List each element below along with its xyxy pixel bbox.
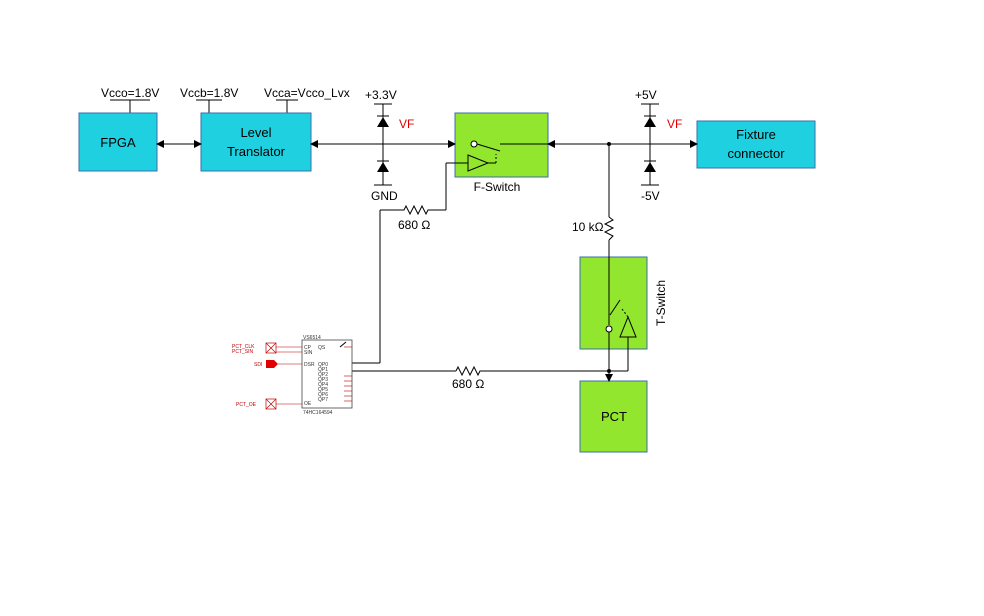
ic-net-pct-sin: PCT_SIN [232, 349, 302, 355]
ic-part-bottom: 74HC164594 [303, 410, 333, 416]
ic-pin-qp0: QP0 [318, 362, 328, 368]
diode-upper-right [644, 117, 656, 127]
gnd-label: GND [371, 189, 398, 203]
t-switch-label: T-Switch [654, 280, 668, 326]
ic-pin-qp5: QP5 [318, 387, 328, 393]
resistor-pct-label: 680 Ω [452, 377, 484, 391]
resistor-pullup-label: 10 kΩ [572, 220, 604, 234]
tswitch-control [621, 308, 629, 318]
fswitch-contact [470, 140, 478, 148]
level-translator-label-1: Level [240, 125, 271, 140]
resistor-fswitch [380, 204, 446, 216]
svg-text:SDI: SDI [254, 362, 262, 368]
resistor-fswitch-label: 680 Ω [398, 218, 430, 232]
tswitch-contact [605, 325, 613, 333]
ic-pin-qp7: QP7 [318, 397, 328, 403]
ic-pin-dsr: DSR [304, 362, 315, 368]
diode-lower-left [377, 162, 389, 172]
t-switch-block [579, 256, 648, 350]
ic-part: VS6514 [303, 335, 321, 341]
fixture-label-1: Fixture [736, 127, 776, 142]
ic-pin-qp3: QP3 [318, 377, 328, 383]
resistor-pct [455, 365, 628, 377]
pct-label: PCT [601, 409, 627, 424]
ic-pin-qp2: QP2 [318, 372, 328, 378]
p33-label: +3.3V [365, 88, 397, 102]
shift-register-ic [301, 339, 353, 409]
level-translator-label-2: Translator [227, 144, 286, 159]
p5-label: +5V [635, 88, 657, 102]
level-translator-block [200, 112, 312, 172]
ic-pin-cp: CP [304, 345, 312, 351]
ic-net-sdi: SDI [254, 360, 302, 368]
resistor-pullup [603, 216, 615, 241]
diode-upper-left [377, 117, 389, 127]
ic-pin-sin: SIN [304, 350, 313, 356]
pct-block [579, 380, 648, 453]
ic-qs-nc [339, 341, 347, 348]
fswitch-blade [476, 143, 501, 152]
vcca-label: Vcca=Vcco_Lvx [264, 86, 350, 100]
svg-text:PCT_SIN: PCT_SIN [232, 349, 254, 355]
ic-net-pct-oe: PCT_OE [236, 398, 302, 410]
f-switch-block [454, 112, 549, 178]
ic-pin-qp1: QP1 [318, 367, 328, 373]
junction-dot [607, 142, 611, 146]
fixture-label-2: connector [727, 146, 785, 161]
vcco-fpga-label: Vcco=1.8V [101, 86, 159, 100]
fpga-label: FPGA [100, 135, 136, 150]
ic-pin-oe: OE [304, 401, 312, 407]
m5-label: -5V [641, 189, 660, 203]
svg-text:PCT_OE: PCT_OE [236, 402, 257, 408]
ic-pin-qp4: QP4 [318, 382, 328, 388]
vf-label-right: VF [667, 117, 682, 131]
ic-right-stubs [344, 346, 352, 402]
fpga-block [78, 112, 158, 172]
ic-right-pins: QS QP0 QP1 QP2 QP3 QP4 QP5 QP6 QP7 [318, 345, 328, 403]
junction-dot-pct [607, 369, 611, 373]
vf-label-left: VF [399, 117, 414, 131]
f-switch-label: F-Switch [474, 180, 521, 194]
ic-net-pct-clk: PCT_CLK [232, 342, 302, 354]
tswitch-blade [609, 299, 621, 316]
ic-pin-qp6: QP6 [318, 392, 328, 398]
diode-lower-right [644, 162, 656, 172]
vccb-label: Vccb=1.8V [180, 86, 238, 100]
svg-text:PCT_CLK: PCT_CLK [232, 344, 255, 350]
ic-pin-qs: QS [318, 345, 326, 351]
